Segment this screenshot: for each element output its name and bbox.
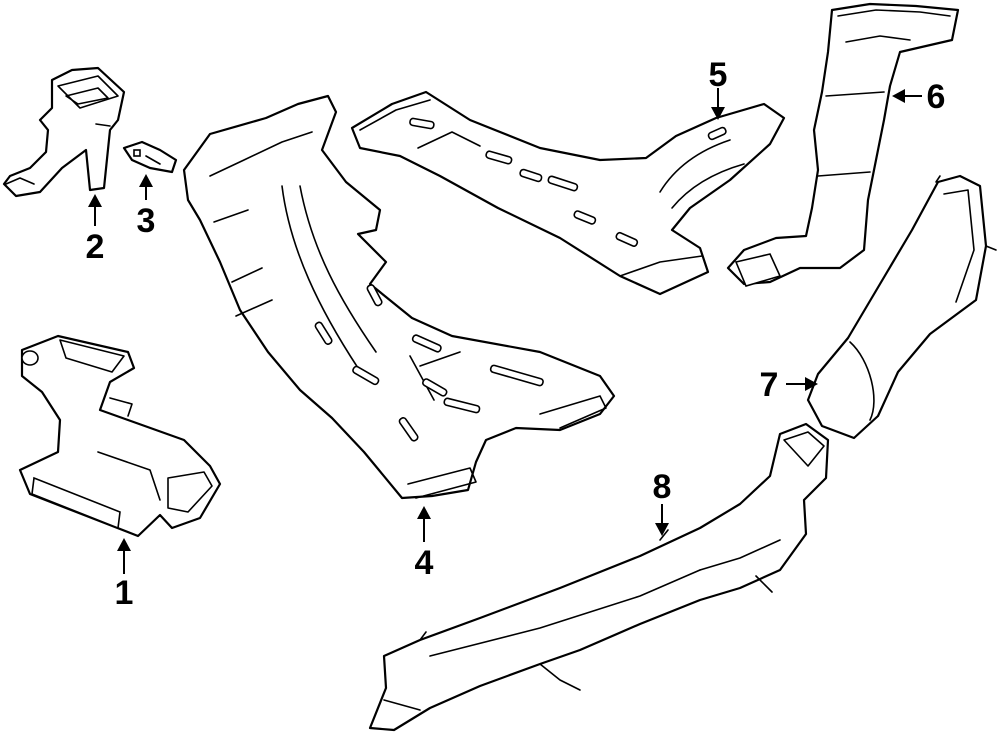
part-4-center-duct [182,94,616,500]
arrowhead-8 [655,523,669,536]
callout-6: 6 [892,78,945,116]
callout-label-5: 5 [709,56,728,94]
arrowhead-4 [417,506,431,519]
callout-label-7: 7 [760,366,779,404]
callout-label-2: 2 [86,228,105,266]
arrowhead-5 [711,107,725,120]
part-3-bracket [122,140,178,174]
callout-1: 1 [115,538,134,612]
callout-label-8: 8 [653,468,672,506]
part-6-vertical-duct [726,2,960,287]
arrowhead-7 [805,377,818,391]
part-8-lower-duct [368,422,830,732]
part-7-angled-duct [806,174,997,440]
part-1-outlet-duct [18,334,222,538]
callout-2: 2 [86,194,105,266]
callout-label-6: 6 [927,78,946,116]
arrowhead-3 [139,174,153,187]
part-2-riser-duct [2,66,126,198]
callout-label-1: 1 [115,574,134,612]
callout-3: 3 [137,174,156,240]
callout-8: 8 [653,468,672,536]
arrowhead-1 [117,538,131,551]
callout-7: 7 [760,366,818,404]
arrowhead-6 [892,89,905,103]
callout-5: 5 [709,56,728,120]
arrowhead-2 [88,194,102,207]
callout-label-3: 3 [137,202,156,240]
part-5-upper-duct [350,90,786,296]
callout-label-4: 4 [415,544,434,582]
callout-4: 4 [415,506,434,582]
